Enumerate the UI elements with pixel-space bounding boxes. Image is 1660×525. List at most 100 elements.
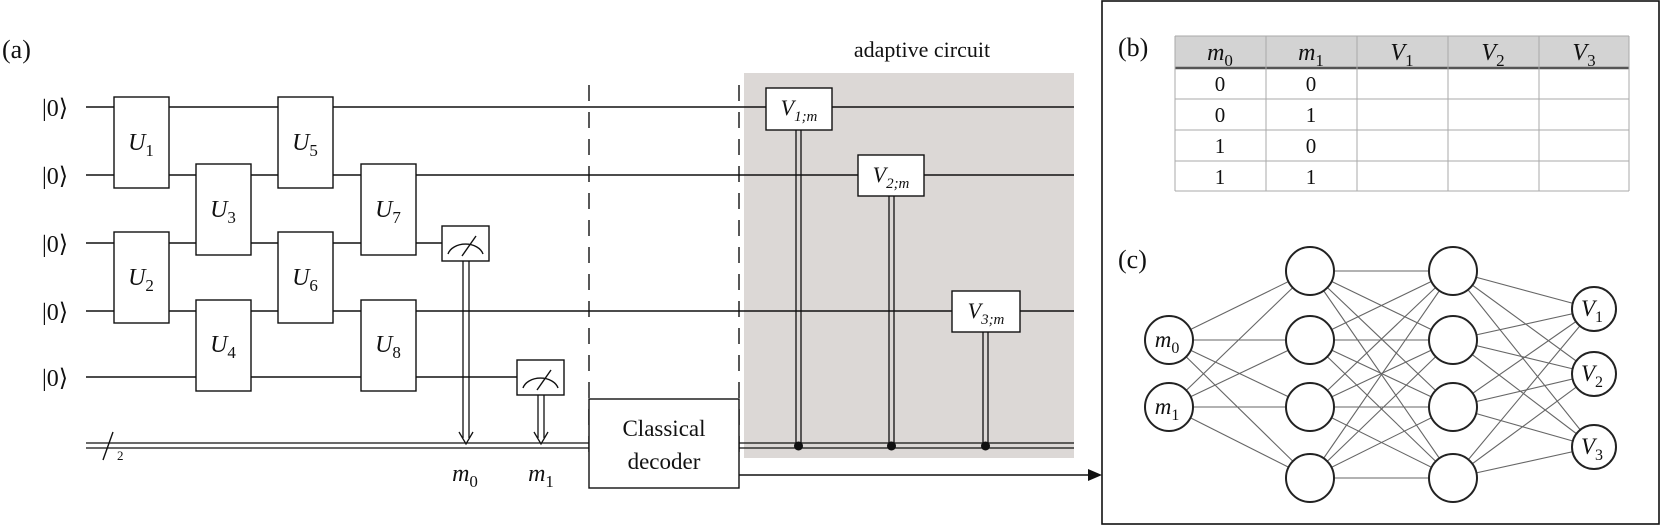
gate-u4[interactable]: U4 xyxy=(195,299,252,392)
nn-edge xyxy=(1309,270,1454,408)
gate-subscript: 4 xyxy=(227,343,236,362)
nn-edge xyxy=(1168,270,1311,408)
table-cell: 1 xyxy=(1306,165,1317,189)
nn-node-label: V3 xyxy=(1581,434,1603,464)
nn-edge xyxy=(1452,270,1595,448)
nn-hidden-node xyxy=(1428,246,1478,296)
nn-edge xyxy=(1168,406,1311,479)
gate-u5[interactable]: U5 xyxy=(277,96,334,189)
register-size-label: 2 xyxy=(117,448,124,463)
gate-symbol: V xyxy=(968,298,984,323)
control-dot xyxy=(887,441,896,451)
label-sub: 0 xyxy=(469,472,478,491)
label-base: m xyxy=(1155,327,1172,352)
nn-hidden-node xyxy=(1285,453,1335,503)
gate-u2[interactable]: U2 xyxy=(113,231,170,324)
label-sub: 1 xyxy=(1171,407,1179,424)
svg-text:V1;m: V1;m xyxy=(781,95,818,125)
nn-edge xyxy=(1452,373,1595,479)
measurement-m1[interactable] xyxy=(516,359,565,446)
arrow-right-icon xyxy=(1088,469,1102,481)
svg-text:V3;m: V3;m xyxy=(968,298,1005,328)
nn-hidden-node xyxy=(1428,315,1478,365)
nn-input-node xyxy=(1144,315,1194,365)
nn-node-label: V1 xyxy=(1581,296,1603,326)
table-header-cell: V3 xyxy=(1572,40,1595,70)
cell-sub: 2 xyxy=(1496,51,1505,70)
gate-u7[interactable]: U7 xyxy=(360,163,417,256)
cell-base: m xyxy=(1298,40,1315,66)
cell-sub: 1 xyxy=(1405,51,1414,70)
unitary-gates: U1 U2 U3 U4 U5 U6 U7 U8 xyxy=(113,96,417,392)
gate-symbol: V xyxy=(781,95,797,120)
table-cell: 1 xyxy=(1215,165,1226,189)
label-sub: 3 xyxy=(1595,447,1603,464)
gate-symbol: U xyxy=(128,265,147,291)
adaptive-circuit-region xyxy=(744,73,1074,458)
table-header-cell: V2 xyxy=(1481,40,1504,70)
svg-text:U8: U8 xyxy=(375,332,401,362)
table-cell: 1 xyxy=(1306,103,1317,127)
table-header-cell: m1 xyxy=(1298,40,1324,70)
gate-symbol: U xyxy=(210,332,229,358)
label-base: V xyxy=(1581,361,1598,386)
cell-sub: 0 xyxy=(1224,51,1233,70)
qubit-label: |0⟩ xyxy=(42,96,68,122)
nn-node-label: m1 xyxy=(1155,394,1180,424)
gate-subscript: 7 xyxy=(392,208,401,227)
qubit-label: |0⟩ xyxy=(42,232,68,258)
control-dot xyxy=(794,441,803,451)
label-sub: 0 xyxy=(1171,340,1179,357)
adaptive-gate-v2[interactable]: V2;m xyxy=(857,154,925,451)
label-base: m xyxy=(528,461,545,487)
nn-node-label: V2 xyxy=(1581,361,1603,391)
label-sub: 1 xyxy=(1595,309,1603,326)
gate-symbol: U xyxy=(292,265,311,291)
meter-needle xyxy=(461,235,477,257)
lookup-table: m 0 m1 V 1 V2 V3 0 0 0 1 1 0 1 1 xyxy=(1174,35,1630,192)
nn-hidden-node xyxy=(1285,315,1335,365)
cell-sub: 3 xyxy=(1587,51,1596,70)
gate-u1[interactable]: U1 xyxy=(113,96,170,189)
classical-decoder[interactable]: Classical decoder xyxy=(588,398,740,489)
gate-symbol: V xyxy=(873,162,889,187)
gate-subscript: 3 xyxy=(227,208,236,227)
gate-subscript: 1 xyxy=(145,141,154,160)
table-cell: 0 xyxy=(1306,134,1317,158)
nn-output-node xyxy=(1571,424,1617,470)
meter-icon xyxy=(447,243,484,255)
qubit-labels: |0⟩ |0⟩ |0⟩ |0⟩ |0⟩ xyxy=(42,96,68,392)
arrow-down-icon xyxy=(458,431,474,446)
table-row: 0 1 xyxy=(1215,103,1317,127)
table-cell: 0 xyxy=(1306,72,1317,96)
adaptive-gate-v1[interactable]: V1;m xyxy=(765,87,833,451)
table-header-bg xyxy=(1175,36,1629,68)
gate-u6[interactable]: U6 xyxy=(277,231,334,324)
nn-edge xyxy=(1309,339,1454,479)
adaptive-gate-v3[interactable]: V3;m xyxy=(951,290,1021,451)
adaptive-circuit-title: adaptive circuit xyxy=(854,37,990,62)
cell-base: V xyxy=(1481,40,1498,66)
measurement-m0[interactable] xyxy=(441,225,490,446)
gate-subscript: 2 xyxy=(145,276,154,295)
svg-text:U1: U1 xyxy=(128,130,154,160)
gate-u3[interactable]: U3 xyxy=(195,163,252,256)
qubit-label: |0⟩ xyxy=(42,300,68,326)
nn-edge xyxy=(1452,270,1595,375)
nn-edge xyxy=(1309,270,1454,479)
classical-register: 2 xyxy=(86,431,1074,463)
gate-symbol: U xyxy=(375,197,394,223)
panel-label-b: (b) xyxy=(1118,33,1148,62)
table-row: 1 0 xyxy=(1215,134,1317,158)
table-cell: 0 xyxy=(1215,103,1226,127)
gate-u8[interactable]: U8 xyxy=(360,299,417,392)
decoder-label-line2: decoder xyxy=(628,449,701,474)
control-dot xyxy=(981,441,990,451)
nn-edge xyxy=(1309,406,1454,479)
gate-symbol: U xyxy=(292,130,311,156)
nn-node-label: m0 xyxy=(1155,327,1180,357)
nn-hidden-node xyxy=(1428,453,1478,503)
nn-hidden-node xyxy=(1285,382,1335,432)
panel-label-c: (c) xyxy=(1118,245,1147,274)
